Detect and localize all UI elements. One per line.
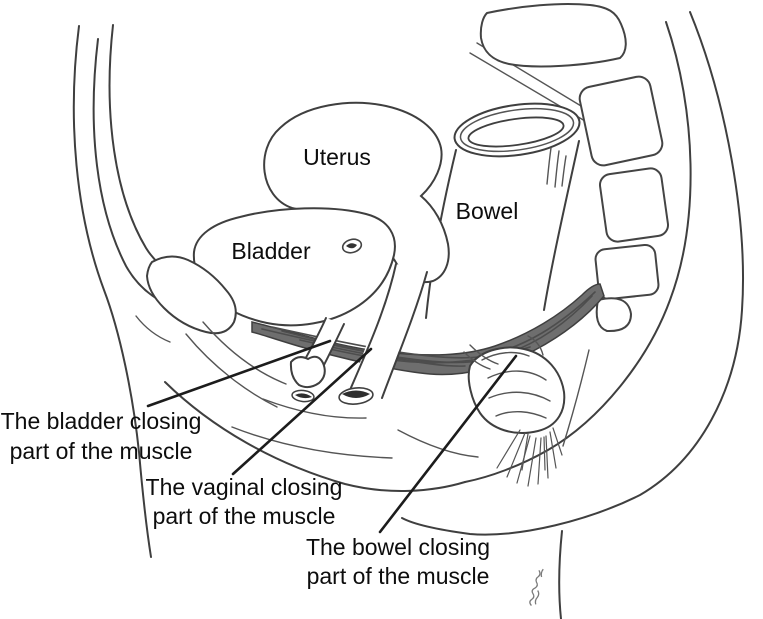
sacrum	[479, 3, 670, 447]
perineal-fold	[262, 398, 367, 419]
leg-line	[558, 530, 563, 619]
annotation-vaginal-closing-line2: part of the muscle	[153, 503, 336, 529]
sphincter-shading	[463, 351, 491, 370]
leader-line-vaginal-closing	[231, 347, 373, 476]
vaginal-wall-back	[381, 271, 428, 399]
anal-wrinkle	[488, 391, 551, 402]
bowel-shading-stroke	[554, 150, 560, 188]
bowel-shading-stroke	[546, 147, 552, 185]
bowel-wall-right	[543, 140, 580, 311]
urethral-fold	[289, 355, 326, 389]
pubis-to-vulva-line	[202, 321, 287, 385]
leader-line-bladder-closing	[146, 339, 332, 408]
annotation-leader-lines	[146, 339, 518, 534]
anal-wrinkle	[495, 411, 547, 419]
ureter-opening-dot	[346, 243, 357, 249]
annotation-bowel-closing-line2: part of the muscle	[307, 563, 490, 589]
annotation-vaginal-closing-line1: The vaginal closing	[146, 474, 343, 500]
bowel-opening-rim-inner	[459, 107, 575, 153]
vaginal-canal	[350, 264, 427, 398]
perineal-contour-main	[164, 381, 466, 492]
annotation-bladder-closing-line2: part of the muscle	[10, 438, 193, 464]
sacral-vertebra-2	[578, 75, 664, 167]
bowel-lumen	[467, 116, 565, 148]
anal-fringe-lines	[496, 427, 563, 487]
organ-labels: Uterus Bladder Bowel	[231, 144, 518, 264]
sacral-vertebra-3	[598, 167, 670, 243]
perineal-body-line	[397, 429, 479, 458]
sphincter-shading	[469, 344, 499, 365]
sacral-vertebra-1	[479, 3, 627, 68]
coccyx	[595, 297, 633, 333]
vaginal-opening-fold	[342, 390, 370, 398]
urethral-opening-dot	[295, 393, 312, 399]
annotation-bladder-closing-line1: The bladder closing	[1, 408, 202, 434]
sphincter-shading	[527, 335, 544, 356]
pelvic-bone-outlines	[72, 11, 744, 619]
coccyx-tail-line	[562, 349, 590, 447]
bowel-shape	[425, 102, 581, 319]
muscle-annotations: The bladder closing part of the muscle T…	[1, 408, 490, 589]
vaginal-wall-front	[349, 263, 397, 391]
annotation-bowel-closing-line1: The bowel closing	[306, 534, 490, 560]
label-uterus: Uterus	[303, 144, 371, 170]
sacral-vertebra-4	[594, 243, 660, 301]
bowel-shading-stroke	[561, 155, 567, 187]
label-bladder: Bladder	[231, 238, 311, 264]
anal-wrinkle	[487, 370, 547, 381]
pubic-symphysis	[145, 255, 237, 335]
anal-canal	[463, 335, 566, 487]
pubic-bone	[135, 255, 237, 343]
iliac-line-inner	[108, 24, 209, 290]
perineal-fold	[231, 426, 393, 459]
urogenital-canals	[289, 263, 428, 405]
leader-line-bowel-closing	[378, 354, 518, 534]
label-bowel: Bowel	[456, 198, 519, 224]
perineum-lines	[164, 321, 479, 492]
iliac-line-outer	[72, 25, 152, 558]
pubis-to-vulva-line	[185, 333, 278, 408]
anal-pouch	[467, 346, 566, 434]
artist-signature	[529, 568, 544, 606]
bowel-body	[426, 125, 579, 318]
body-outline-outer	[401, 11, 744, 536]
pubic-bone-lower-line	[135, 315, 171, 343]
